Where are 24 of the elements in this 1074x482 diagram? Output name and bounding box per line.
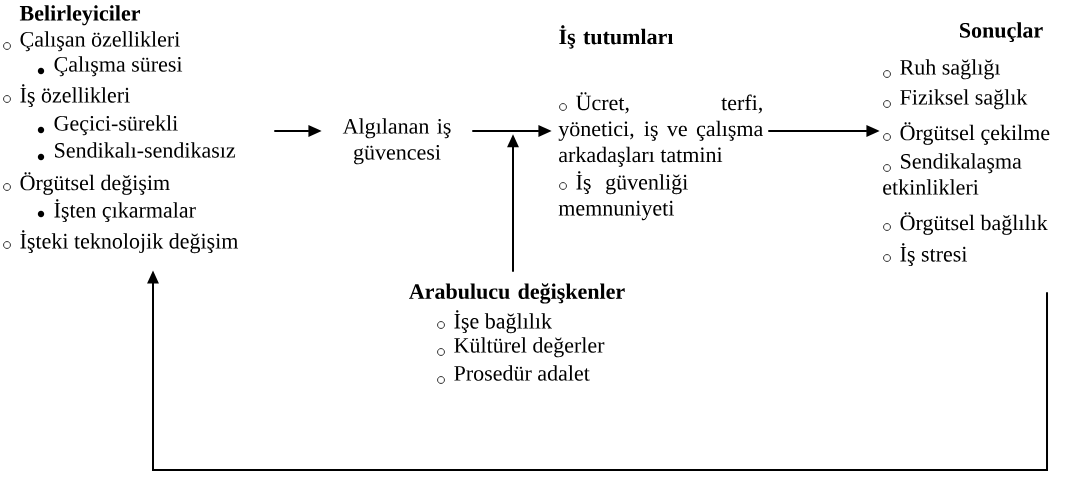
- list-item: Fiziksel sağlık: [883, 89, 1028, 110]
- heading: Arabulucu değişkenler: [409, 283, 625, 304]
- list-item: Örgütsel çekilme: [883, 122, 1050, 145]
- list-item: Çalışma süresi: [37, 56, 183, 77]
- list-item: İşe bağlılık: [437, 310, 552, 334]
- list-item: İş özellikleri: [3, 84, 130, 108]
- list-item: Örgütsel değişim: [3, 172, 170, 195]
- node-label: Algılanan iş güvencesi: [342, 118, 451, 165]
- list-item: Çalışan özellikleri: [3, 31, 180, 52]
- list-item: Prosedür adalet: [437, 365, 590, 384]
- heading: Belirleyiciler: [19, 5, 141, 26]
- list-item: Örgütsel bağlılık: [883, 212, 1048, 235]
- list-item: İş stresi: [883, 243, 967, 267]
- list-item: Kültürel değerler: [437, 337, 605, 358]
- list-item: İşteki teknolojik değişim: [3, 230, 239, 254]
- list-item: Sendikalaşma etkinlikleri: [883, 153, 1022, 195]
- list-item: İşten çıkarmalar: [37, 199, 196, 223]
- list-item: Ücret, terfi, yönetici, iş ve çalışma arkadaşları tatmini: [558, 92, 763, 167]
- list-item: Geçici-sürekli: [37, 115, 178, 136]
- heading: Sonuçlar: [960, 22, 1043, 43]
- list-item: Sendikalı-sendikasız: [37, 142, 236, 161]
- list-item: Ruh sağlığı: [883, 59, 1001, 80]
- heading: İş tutumları: [559, 25, 674, 49]
- list-item: İş güvenliği memnuniyeti: [558, 171, 688, 221]
